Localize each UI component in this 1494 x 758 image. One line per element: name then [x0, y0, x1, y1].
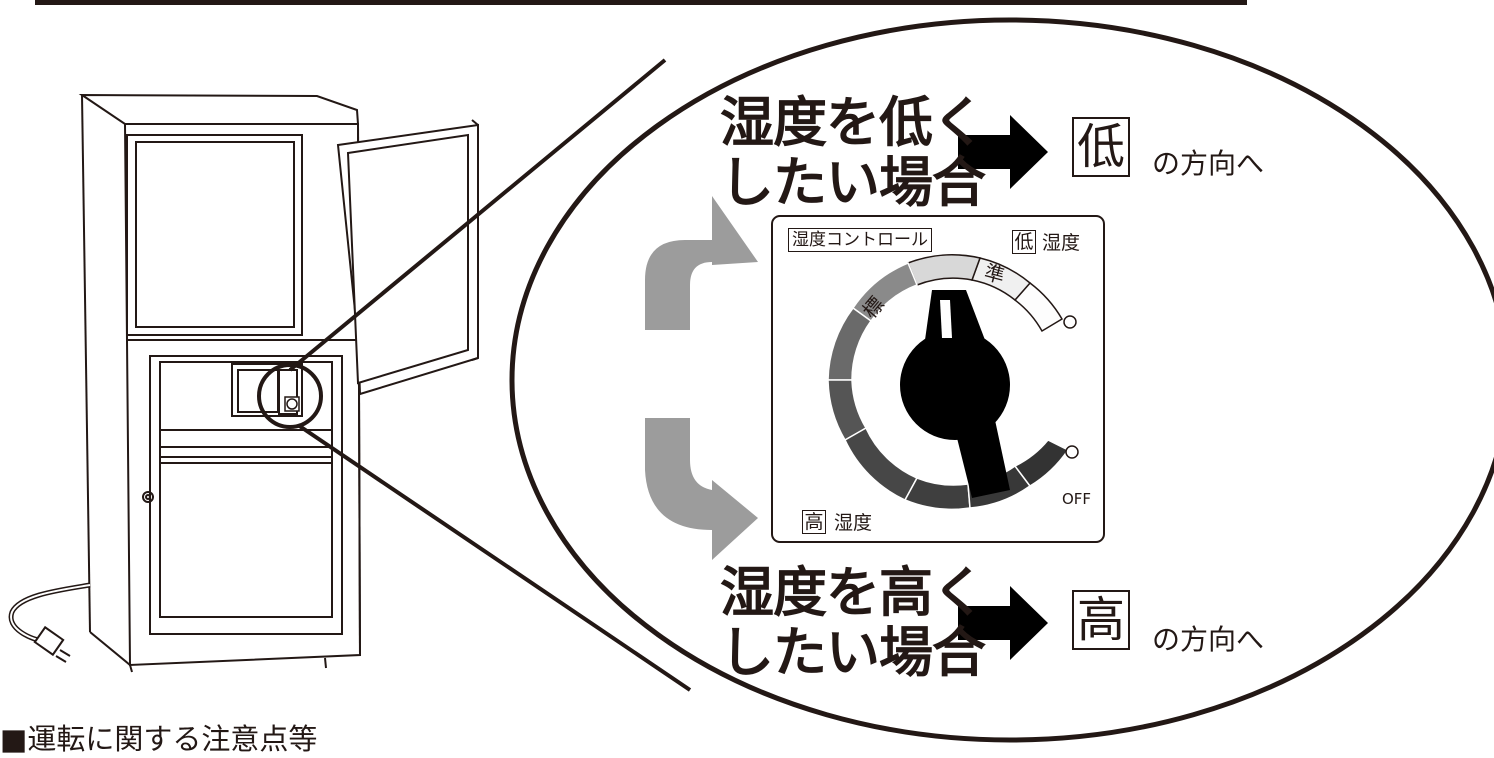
high-heading-line1: 湿度を高く [720, 561, 986, 624]
arrow-down-gray [645, 418, 758, 560]
high-heading-line2: したい場合 [720, 621, 986, 684]
zoom-line-bottom [296, 423, 692, 692]
panel-low-text: 湿度 [1042, 232, 1081, 254]
cabinet-door [336, 119, 479, 396]
low-direction: の方向へ [1152, 147, 1265, 180]
arrow-right-high [958, 586, 1048, 660]
panel-high-box: 高 [802, 510, 826, 534]
zoom-circle [257, 363, 323, 429]
top-rule [35, 0, 1247, 5]
panel-low-box: 低 [1012, 230, 1036, 254]
panel-high-text: 湿度 [834, 512, 873, 534]
arrow-up-gray [645, 196, 758, 330]
high-direction: の方向へ [1152, 623, 1265, 656]
low-heading-line1: 湿度を低く [720, 91, 986, 154]
high-boxed-char: 高 [1072, 590, 1130, 650]
arrow-right-low [958, 115, 1048, 189]
low-heading-line2: したい場合 [720, 151, 986, 214]
dial-off-label: OFF [1062, 490, 1092, 508]
low-boxed-char: 低 [1072, 117, 1130, 177]
dial-knob [900, 290, 1010, 498]
section-heading: ■運転に関する注意点等 [0, 722, 318, 756]
power-plug [33, 625, 71, 663]
panel-title: 湿度コントロール [788, 228, 932, 252]
zoom-line-top [288, 58, 667, 372]
